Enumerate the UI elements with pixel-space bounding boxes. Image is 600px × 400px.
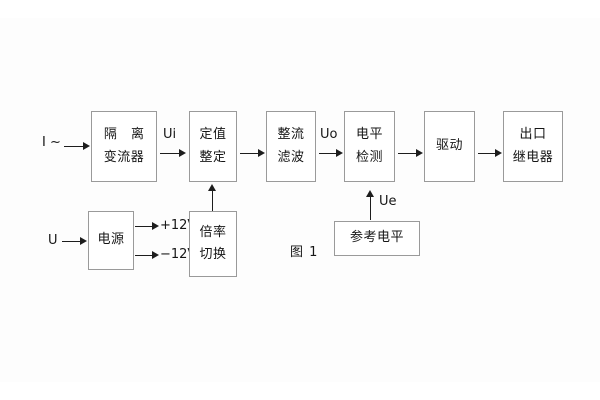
uo-arrowhead	[336, 149, 343, 157]
range-switch-to-setting-arrowhead	[208, 184, 216, 191]
ui-arrowhead	[179, 149, 186, 157]
rail-negative-label: −12V	[160, 247, 197, 262]
level-detect-to-driver-line	[398, 153, 417, 154]
block-reference-level-line-1: 参考电平	[349, 230, 404, 246]
setting-to-rectifier-arrowhead	[258, 149, 265, 157]
block-range-switch[interactable]: 倍率 切换	[189, 211, 237, 277]
current-input-arrowhead	[83, 142, 90, 150]
rail-negative-arrowhead	[152, 251, 159, 259]
voltage-input-label: U	[48, 233, 58, 248]
block-level-detect-line-1: 电平	[355, 127, 383, 143]
current-input-line	[64, 146, 84, 147]
ui-label: Ui	[163, 127, 177, 142]
block-setting[interactable]: 定值 整定	[189, 111, 237, 182]
block-power-supply-line-1: 电源	[97, 232, 125, 248]
block-isolation-ct[interactable]: 隔 离 变流器	[91, 111, 157, 182]
range-switch-to-setting-line	[212, 190, 213, 211]
reference-to-level-detect-line	[370, 196, 371, 220]
driver-to-relay-arrowhead	[495, 149, 502, 157]
block-output-relay-line-1: 出口	[519, 127, 547, 143]
level-detect-to-driver-arrowhead	[416, 149, 423, 157]
ui-line	[160, 153, 180, 154]
block-level-detect[interactable]: 电平 检测	[344, 111, 395, 182]
uo-line	[319, 153, 337, 154]
rail-positive-label: +12V	[160, 218, 197, 233]
block-range-switch-line-1: 倍率	[199, 224, 227, 240]
block-isolation-ct-line-2: 变流器	[103, 149, 145, 165]
figure-caption: 图 1	[290, 245, 319, 260]
block-output-relay-line-2: 继电器	[512, 149, 554, 165]
driver-to-relay-line	[478, 153, 496, 154]
block-setting-line-2: 整定	[199, 149, 227, 165]
block-driver[interactable]: 驱动	[424, 111, 475, 182]
setting-to-rectifier-line	[240, 153, 259, 154]
rail-positive-arrowhead	[152, 222, 159, 230]
block-isolation-ct-line-1: 隔 离	[103, 127, 150, 143]
block-rect-filter[interactable]: 整流 滤波	[266, 111, 316, 182]
rail-positive-line	[135, 226, 153, 227]
block-power-supply[interactable]: 电源	[88, 211, 134, 270]
reference-to-level-detect-arrowhead	[366, 190, 374, 197]
voltage-input-line	[62, 241, 81, 242]
current-input-label: I ~	[42, 135, 61, 150]
block-range-switch-line-2: 切换	[199, 247, 227, 262]
ue-label: Ue	[379, 194, 397, 209]
block-rect-filter-line-1: 整流	[277, 127, 305, 143]
block-driver-line-1: 驱动	[435, 138, 463, 154]
uo-label: Uo	[320, 127, 338, 142]
block-setting-line-1: 定值	[199, 127, 227, 143]
voltage-input-arrowhead	[80, 237, 87, 245]
block-reference-level[interactable]: 参考电平	[334, 221, 420, 256]
figure-plate	[0, 18, 600, 382]
rail-negative-line	[135, 255, 153, 256]
block-output-relay[interactable]: 出口 继电器	[503, 111, 563, 182]
block-rect-filter-line-2: 滤波	[277, 149, 305, 165]
block-level-detect-line-2: 检测	[355, 149, 383, 165]
